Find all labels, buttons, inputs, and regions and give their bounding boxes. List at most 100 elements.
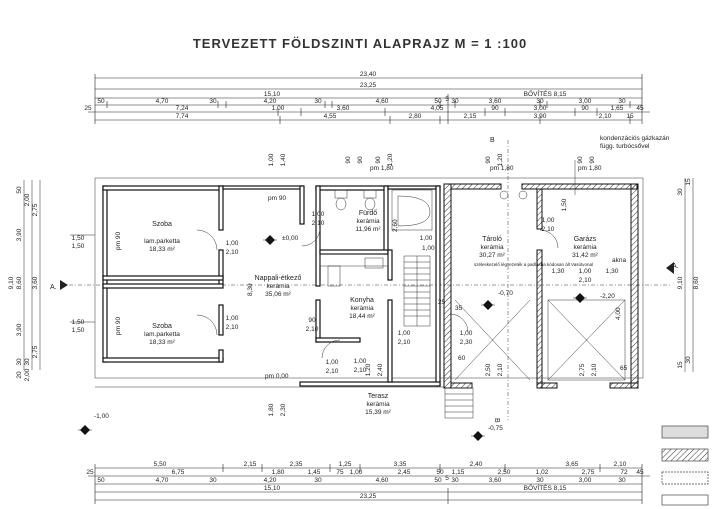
dim-top-row5: 25 7,24 1,00 3,60 4,05 90 3,00 90 1,65 4… [84,105,644,112]
svg-text:4,20: 4,20 [264,477,277,484]
svg-text:Terasz: Terasz [368,393,389,400]
svg-text:30: 30 [209,98,217,105]
svg-text:1,50: 1,50 [72,319,85,326]
svg-text:35,06 m²: 35,06 m² [265,291,291,298]
svg-text:1,00: 1,00 [226,240,239,247]
level-1: ±0,00 [282,235,299,242]
svg-text:2,10: 2,10 [306,326,319,333]
svg-text:1,40: 1,40 [280,153,287,166]
svg-text:1,20: 1,20 [497,153,504,166]
svg-text:1,00: 1,00 [542,217,555,224]
svg-text:15,10: 15,10 [264,485,281,492]
svg-text:8,60: 8,60 [16,276,23,289]
svg-text:2,10: 2,10 [312,220,325,227]
svg-text:3,60: 3,60 [489,98,502,105]
svg-text:2,50: 2,50 [485,363,492,376]
svg-text:50: 50 [436,469,444,476]
svg-text:kerámia: kerámia [350,305,374,312]
room-labels: Szoba lam.parketta 18,33 m² Szoba lam.pa… [144,210,599,416]
right-dimensions: 15 30 9,10 8,60 30 15 [677,178,700,372]
svg-text:2,75: 2,75 [582,469,595,476]
svg-text:5,50: 5,50 [154,461,167,468]
svg-text:30: 30 [618,98,626,105]
room-garazs: Garázs kerámia 31,42 m² [572,236,598,259]
svg-text:3,90: 3,90 [16,323,23,336]
svg-text:1,02: 1,02 [536,469,549,476]
svg-text:5: 5 [445,96,449,103]
section-b-bottom: B [493,418,500,423]
svg-text:50: 50 [97,477,105,484]
svg-text:9,10: 9,10 [677,276,684,289]
svg-text:30: 30 [677,188,684,196]
svg-text:2,10: 2,10 [599,113,612,120]
svg-text:1,20: 1,20 [387,153,394,166]
svg-text:Konyha: Konyha [350,297,374,304]
svg-text:50: 50 [434,477,442,484]
svg-text:25: 25 [438,299,446,306]
svg-text:18,44 m²: 18,44 m² [349,313,375,320]
legend-swatch-3 [661,471,709,485]
svg-text:3,90: 3,90 [534,113,547,120]
svg-text:30: 30 [536,98,544,105]
svg-text:1,00: 1,00 [268,153,275,166]
plan-title: TERVEZETT FÖLDSZINTI ALAPRAJZ M = 1 :100 [192,36,528,51]
svg-text:1,50: 1,50 [72,327,85,334]
svg-text:1,00: 1,00 [354,358,367,365]
svg-text:3,65: 3,65 [566,461,579,468]
svg-text:1,50: 1,50 [72,243,85,250]
svg-text:18,33 m²: 18,33 m² [149,246,175,253]
pm-7: pm 0,00 [265,373,289,380]
svg-text:25: 25 [86,469,94,476]
svg-text:1,50: 1,50 [561,198,568,211]
svg-text:Szoba: Szoba [152,221,172,228]
svg-text:3,00: 3,00 [534,105,547,112]
svg-text:90: 90 [357,156,364,164]
svg-text:2,45: 2,45 [398,469,411,476]
svg-text:90: 90 [577,156,584,164]
level-3: -0,70 [498,290,513,297]
svg-text:90: 90 [485,156,492,164]
svg-text:lam.parketta: lam.parketta [144,238,180,245]
svg-text:5: 5 [445,475,449,482]
svg-text:2,00: 2,00 [24,368,31,381]
svg-text:4,60: 4,60 [376,477,389,484]
svg-text:2,40: 2,40 [470,461,483,468]
svg-text:1,30: 1,30 [552,268,565,275]
svg-text:30: 30 [685,356,692,364]
svg-text:kerámia: kerámia [366,401,390,408]
section-a-right: A. [672,263,679,270]
svg-text:3,60: 3,60 [489,477,502,484]
svg-text:akna: akna [612,257,626,264]
svg-text:75: 75 [336,469,344,476]
svg-text:7,74: 7,74 [176,113,189,120]
svg-text:2,10: 2,10 [226,249,239,256]
dim-top-total: 23,40 [360,71,377,78]
svg-text:90: 90 [581,105,589,112]
svg-text:18,33 m²: 18,33 m² [149,339,175,346]
svg-text:30: 30 [314,98,322,105]
top-dimensions: 23,40 23,25 15,10 BŐVÍTÉS 8,15 50 4,70 3… [84,71,650,124]
dim-top-row6: 7,74 4,55 2,80 2,15 3,90 2,10 15 [176,113,634,120]
pm-6: pm 90 [115,317,122,335]
room-szoba-2: Szoba lam.parketta 18,33 m² [144,323,180,346]
svg-text:Garázs: Garázs [574,236,597,243]
svg-text:1,15: 1,15 [452,469,465,476]
svg-text:50: 50 [16,186,23,194]
svg-text:1,00: 1,00 [422,245,435,252]
legend-swatch-1 [661,425,709,439]
svg-text:45: 45 [636,469,644,476]
svg-text:2,10: 2,10 [326,368,339,375]
svg-text:4,55: 4,55 [324,113,337,120]
svg-text:30,27 m²: 30,27 m² [479,252,505,259]
svg-text:4,60: 4,60 [376,98,389,105]
room-nappali: Nappali-étkező kerámia 35,06 m² [255,275,302,298]
room-konyha: Konyha kerámia 18,44 m² [349,297,375,320]
pm-3: pm 1,80 [490,165,514,172]
svg-text:8,60: 8,60 [693,276,700,289]
svg-text:Tároló: Tároló [482,236,502,243]
svg-text:2,00: 2,00 [24,193,31,206]
svg-text:1,00: 1,00 [312,211,325,218]
svg-text:30: 30 [314,477,322,484]
svg-text:11,96 m²: 11,96 m² [355,226,381,233]
svg-text:kerámia: kerámia [266,283,290,290]
